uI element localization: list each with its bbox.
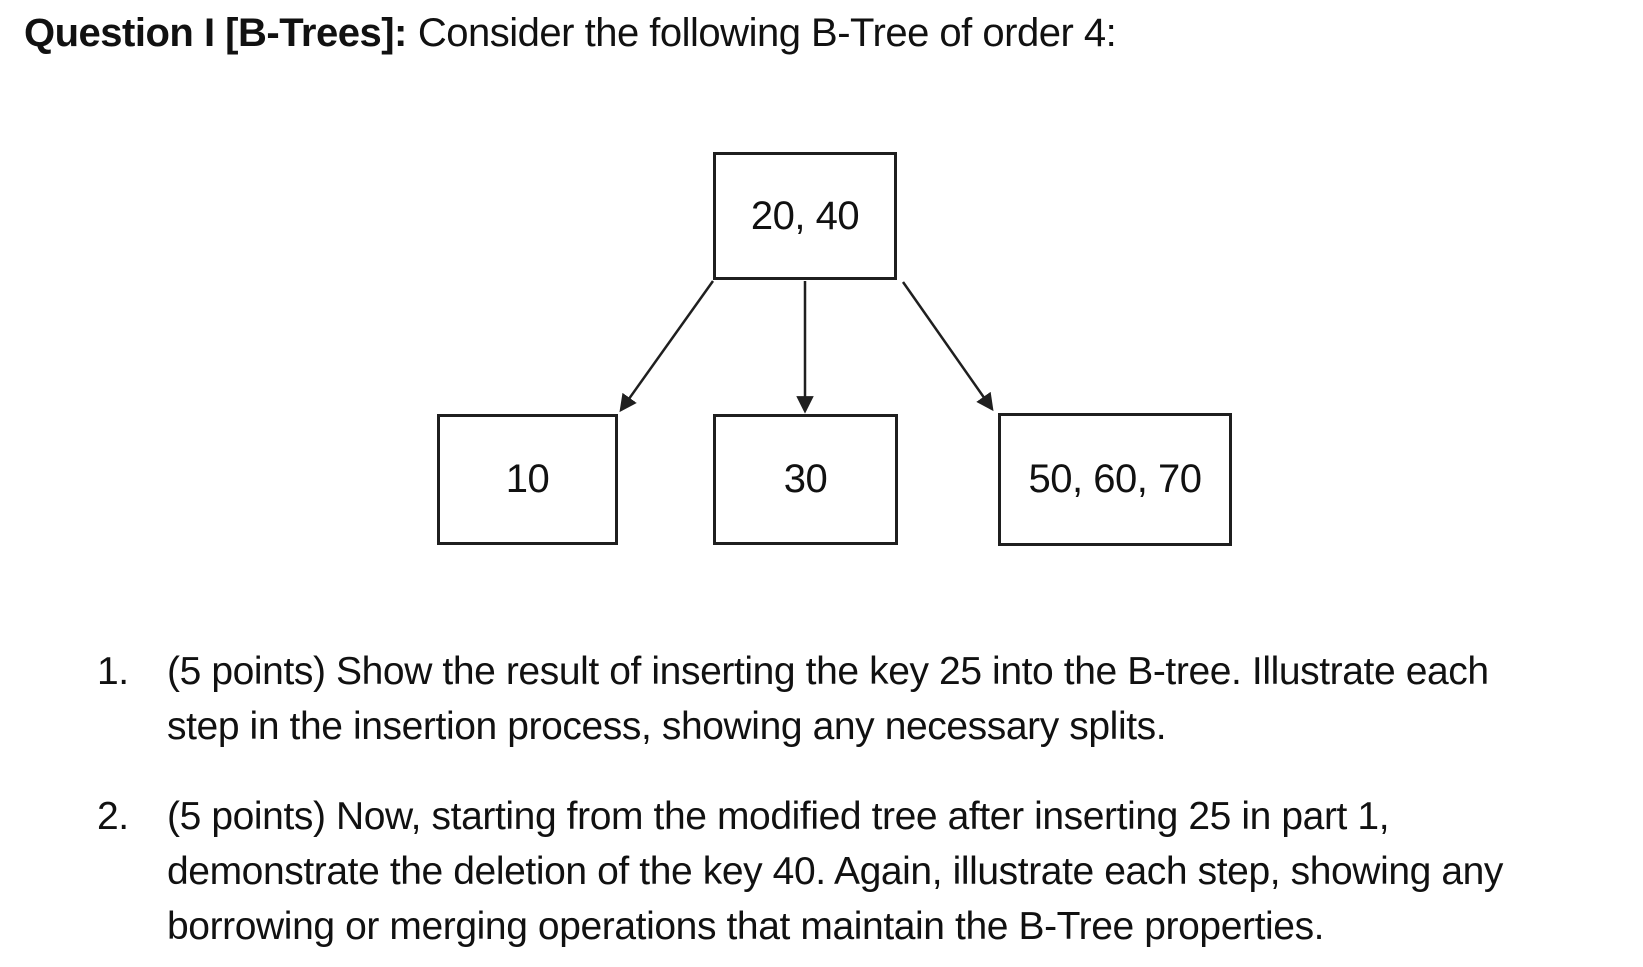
question-item-2: 2. (5 points) Now, starting from the mod… (97, 789, 1504, 954)
question-heading: Question I [B-Trees]:Consider the follow… (24, 6, 1117, 61)
question-item-1: 1. (5 points) Show the result of inserti… (97, 644, 1489, 754)
btree-leaf-node-2: 30 (713, 414, 898, 545)
question-item-2-line-1: (5 points) Now, starting from the modifi… (167, 795, 1390, 838)
question-heading-bold-label: Question I [B-Trees]: (24, 11, 407, 55)
btree-root-node-label: 20, 40 (750, 193, 860, 238)
question-heading-text: Consider the following B-Tree of order 4… (417, 11, 1117, 55)
question-item-1-line-2: step in the insertion process, showing a… (167, 705, 1167, 748)
question-item-1-line-1: (5 points) Show the result of inserting … (167, 650, 1489, 693)
question-item-2-number: 2. (97, 795, 129, 838)
tree-edge-arrow-right (901, 281, 994, 412)
btree-leaf-node-3-label: 50, 60, 70 (1028, 457, 1202, 501)
btree-leaf-node-1-label: 10 (505, 457, 550, 501)
btree-root-node: 20, 40 (713, 152, 897, 280)
question-item-2-line-3: borrowing or merging operations that mai… (167, 905, 1325, 948)
question-item-2-line-2: demonstrate the deletion of the key 40. … (167, 850, 1504, 893)
tree-edge-arrow-left (619, 280, 715, 413)
btree-leaf-node-3: 50, 60, 70 (998, 413, 1232, 546)
btree-leaf-node-2-label: 30 (783, 457, 828, 501)
btree-diagram: 20, 40 10 30 50, 60, 70 (400, 140, 1250, 560)
btree-leaf-node-1: 10 (437, 414, 618, 545)
question-item-1-number: 1. (97, 650, 129, 693)
